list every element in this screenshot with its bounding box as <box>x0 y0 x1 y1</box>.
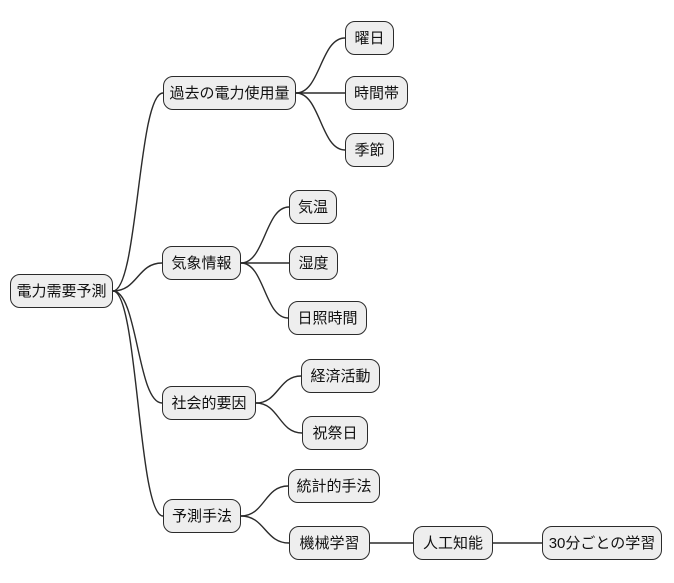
node-label-social-factors: 社会的要因 <box>171 394 247 412</box>
edge-root-to-weather-info <box>112 262 163 292</box>
node-label-forecast-methods: 予測手法 <box>171 507 232 525</box>
node-economic-activity[interactable]: 経済活動 <box>301 359 380 393</box>
node-forecast-methods[interactable]: 予測手法 <box>163 499 241 533</box>
node-machine-learning[interactable]: 機械学習 <box>289 526 370 560</box>
node-label-public-holidays: 祝祭日 <box>312 424 358 442</box>
node-label-statistical-methods: 統計的手法 <box>296 477 372 495</box>
node-social-factors[interactable]: 社会的要因 <box>162 386 256 420</box>
node-root[interactable]: 電力需要予測 <box>10 274 113 308</box>
node-humidity[interactable]: 湿度 <box>289 246 338 280</box>
node-label-humidity: 湿度 <box>298 254 329 272</box>
edge-root-to-social-factors <box>112 290 163 404</box>
edge-weather-info-to-sunshine-hours <box>240 262 289 319</box>
edge-root-to-past-usage <box>112 92 164 292</box>
node-past-usage[interactable]: 過去の電力使用量 <box>163 76 296 110</box>
node-statistical-methods[interactable]: 統計的手法 <box>288 469 380 503</box>
edge-weather-info-to-temperature <box>240 206 290 264</box>
node-weather-info[interactable]: 気象情報 <box>162 246 241 280</box>
node-artificial-intelligence[interactable]: 人工知能 <box>413 526 493 560</box>
edge-social-factors-to-public-holidays <box>255 402 303 434</box>
edge-forecast-methods-to-statistical-methods <box>240 485 289 517</box>
edge-social-factors-to-economic-activity <box>255 375 302 404</box>
node-time-of-day[interactable]: 時間帯 <box>345 76 408 110</box>
node-label-time-of-day: 時間帯 <box>353 84 399 102</box>
node-label-machine-learning: 機械学習 <box>299 534 360 552</box>
node-label-sunshine-hours: 日照時間 <box>297 309 358 327</box>
node-label-past-usage: 過去の電力使用量 <box>169 84 290 102</box>
node-public-holidays[interactable]: 祝祭日 <box>302 416 368 450</box>
node-sunshine-hours[interactable]: 日照時間 <box>288 301 367 335</box>
edge-past-usage-to-season <box>295 92 346 151</box>
node-label-season: 季節 <box>354 141 385 159</box>
node-temperature[interactable]: 気温 <box>289 190 337 224</box>
edge-root-to-forecast-methods <box>112 290 164 517</box>
node-season[interactable]: 季節 <box>345 133 394 167</box>
edge-past-usage-to-day-of-week <box>295 37 346 94</box>
node-label-day-of-week: 曜日 <box>354 29 385 47</box>
edge-forecast-methods-to-machine-learning <box>240 515 290 544</box>
node-label-artificial-intelligence: 人工知能 <box>422 534 483 552</box>
node-day-of-week[interactable]: 曜日 <box>345 21 394 55</box>
node-label-learning-every-30min: 30分ごとの学習 <box>548 534 656 552</box>
node-label-root: 電力需要予測 <box>16 282 107 300</box>
node-label-weather-info: 気象情報 <box>171 254 232 272</box>
node-label-temperature: 気温 <box>297 198 328 216</box>
node-label-economic-activity: 経済活動 <box>310 367 371 385</box>
node-learning-every-30min[interactable]: 30分ごとの学習 <box>542 526 662 560</box>
